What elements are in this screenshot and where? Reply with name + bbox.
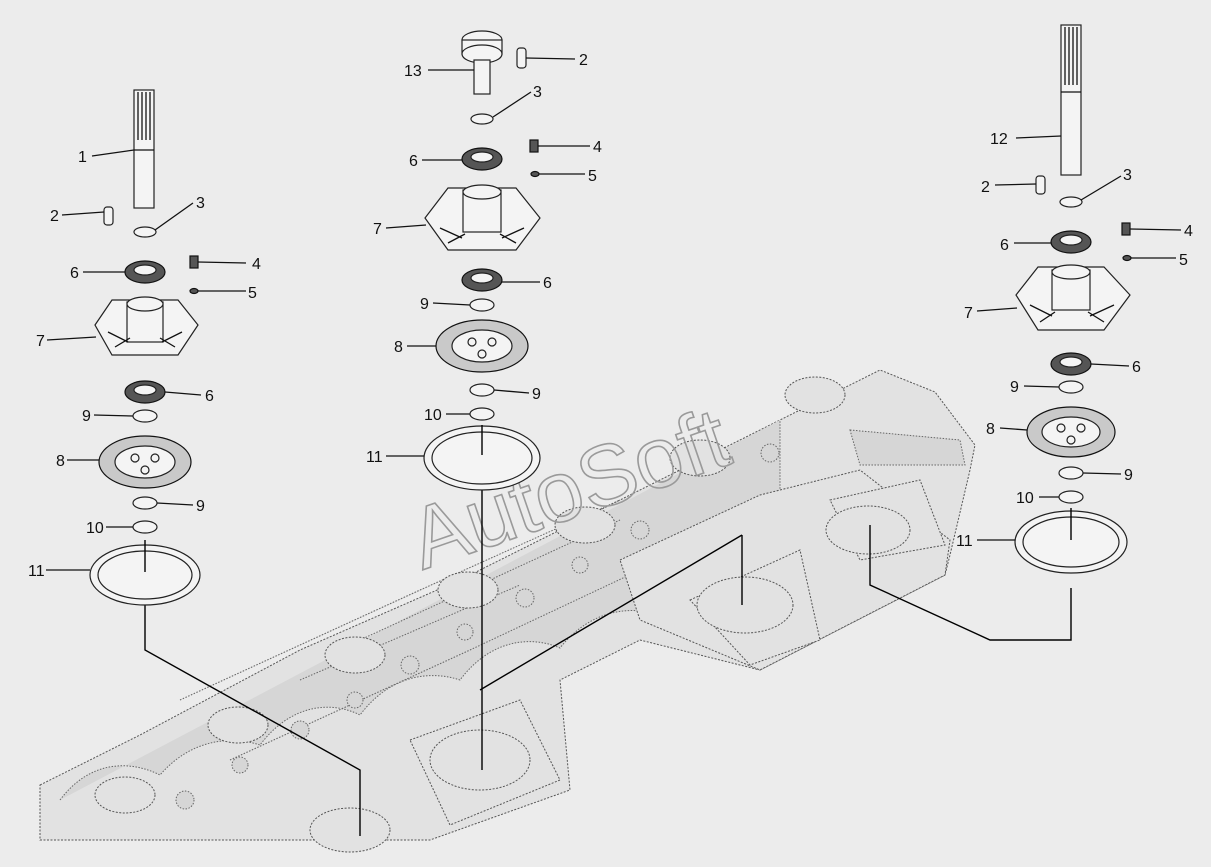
callout-9: 9	[196, 498, 205, 515]
callout-8: 8	[986, 421, 995, 438]
callout-2: 2	[981, 179, 990, 196]
callout-11: 11	[28, 563, 45, 580]
callout-10: 10	[424, 407, 442, 424]
callout-6: 6	[409, 153, 418, 170]
callout-9: 9	[532, 386, 541, 403]
center-stack: 13 2 3 6 4 5 7 6 9 8 9 10 11	[366, 30, 602, 770]
callout-6: 6	[1000, 237, 1009, 254]
right-stack: 12 2 3 4 6 5 7 6 9 8 9 10 11	[479, 24, 1193, 691]
callout-5: 5	[248, 285, 257, 302]
callout-5: 5	[1179, 252, 1188, 269]
callout-9: 9	[420, 296, 429, 313]
callout-9: 9	[82, 408, 91, 425]
callout-7: 7	[964, 305, 973, 322]
callout-12: 12	[990, 131, 1008, 148]
callout-1: 1	[78, 149, 87, 166]
callout-13: 13	[404, 63, 422, 80]
shaft-part-1	[133, 89, 155, 209]
callout-4: 4	[252, 256, 261, 273]
callout-6: 6	[1132, 359, 1141, 376]
callout-10: 10	[1016, 490, 1034, 507]
callout-4: 4	[593, 139, 602, 156]
callout-9: 9	[1010, 379, 1019, 396]
key-part-2	[103, 206, 114, 226]
callout-6: 6	[70, 265, 79, 282]
callout-4: 4	[1184, 223, 1193, 240]
callout-3: 3	[533, 84, 542, 101]
callout-7: 7	[373, 221, 382, 238]
callout-6: 6	[543, 275, 552, 292]
callout-6: 6	[205, 388, 214, 405]
callout-7: 7	[36, 333, 45, 350]
callout-5: 5	[588, 168, 597, 185]
callout-3: 3	[1123, 167, 1132, 184]
callout-2: 2	[579, 52, 588, 69]
callout-3: 3	[196, 195, 205, 212]
callout-8: 8	[56, 453, 65, 470]
left-stack: 1 2 3 4 5 6 7 6 9 8 9 10 11	[28, 89, 361, 836]
callout-9: 9	[1124, 467, 1133, 484]
callout-11: 11	[366, 449, 383, 466]
callout-2: 2	[50, 208, 59, 225]
callout-10: 10	[86, 520, 104, 537]
callout-11: 11	[956, 533, 973, 550]
callout-8: 8	[394, 339, 403, 356]
